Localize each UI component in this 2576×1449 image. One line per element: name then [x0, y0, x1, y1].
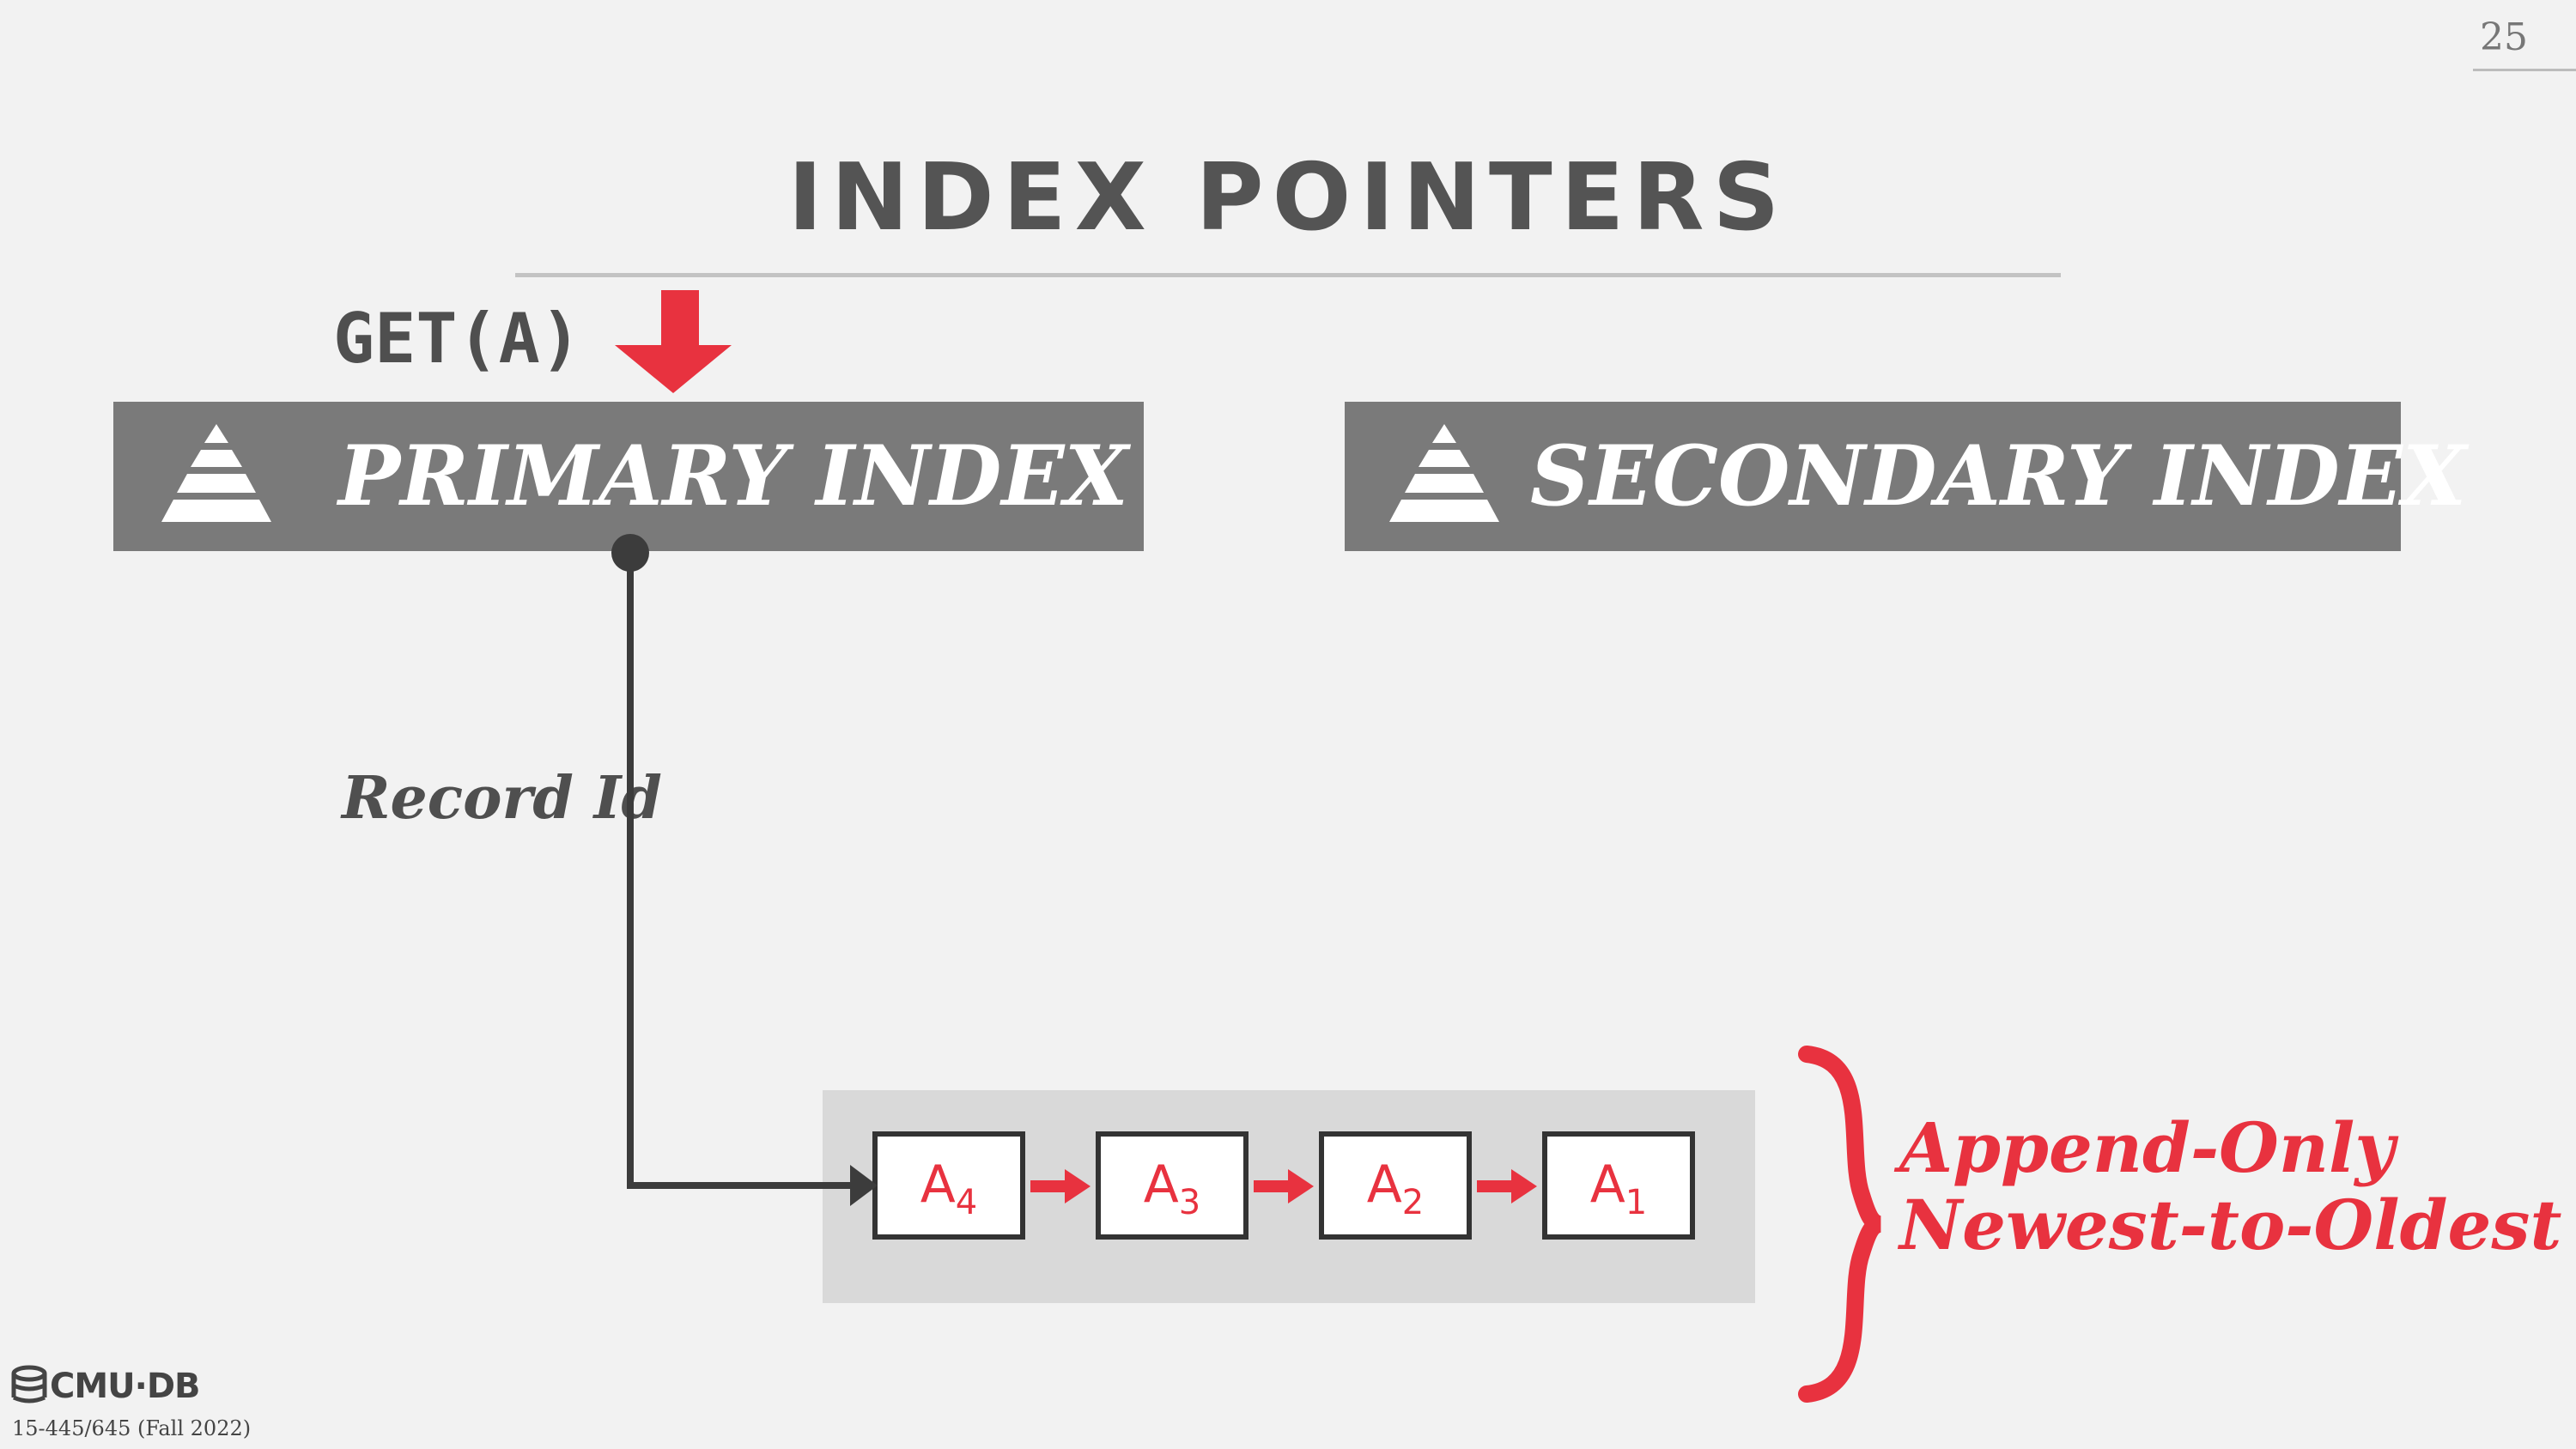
- title-rule: [515, 273, 2061, 277]
- primary-index-label: PRIMARY INDEX: [338, 427, 1128, 524]
- version-arrow-a2-a1: [1477, 1169, 1537, 1203]
- slide-title: INDEX POINTERS: [787, 144, 1789, 252]
- version-node-a3: A3: [1096, 1131, 1249, 1240]
- version-arrow-a3-a2: [1254, 1169, 1314, 1203]
- record-id-label: Record Id: [342, 764, 662, 833]
- down-arrow-icon: [615, 290, 732, 393]
- version-node-a2: A2: [1319, 1131, 1472, 1240]
- footer-course: 15-445/645 (Fall 2022): [12, 1416, 252, 1440]
- version-node-a4: A4: [872, 1131, 1025, 1240]
- secondary-index-box: SECONDARY INDEX: [1345, 402, 2466, 551]
- newest-to-oldest-note: Newest-to-Oldest: [1899, 1185, 2562, 1265]
- page-number: 25: [2480, 15, 2528, 59]
- tree-pyramid-icon: [1389, 424, 1499, 522]
- record-id-pointer: [611, 534, 878, 1206]
- tree-pyramid-icon: [161, 424, 271, 522]
- version-node-a1: A1: [1542, 1131, 1695, 1240]
- primary-index-box: PRIMARY INDEX: [113, 402, 1144, 551]
- footer-logo: CMU·DB: [50, 1367, 201, 1406]
- append-only-note: Append-Only: [1899, 1107, 2395, 1188]
- curly-brace-icon: [1798, 1046, 1882, 1403]
- cmu-db-logo-icon: [11, 1365, 47, 1404]
- get-query-label: GET(A): [333, 299, 581, 379]
- secondary-index-label: SECONDARY INDEX: [1530, 427, 2467, 524]
- page-number-rule: [2473, 69, 2576, 71]
- version-arrow-a4-a3: [1030, 1169, 1091, 1203]
